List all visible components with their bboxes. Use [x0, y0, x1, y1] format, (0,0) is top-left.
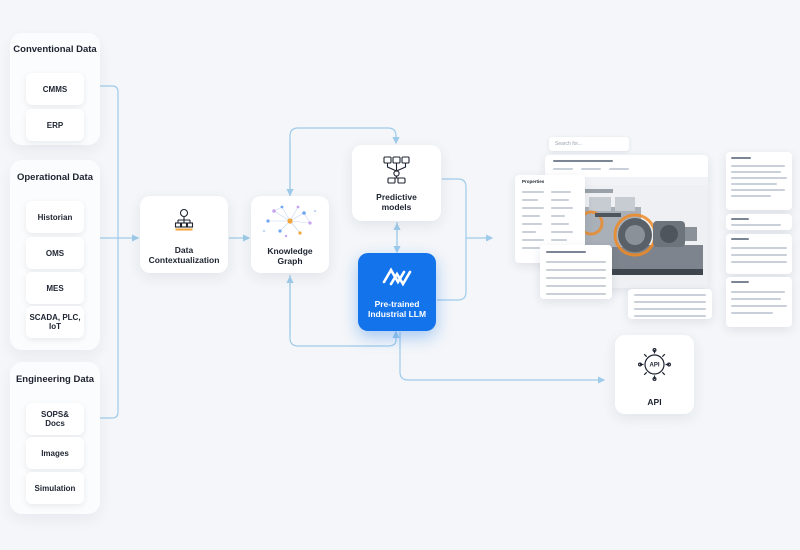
source-oms: OMS [26, 237, 84, 269]
llm-logo-icon [382, 267, 412, 287]
chat-panel-2 [726, 214, 792, 230]
node-industrial-llm: Pre-trained Industrial LLM [358, 253, 436, 331]
source-scada: SCADA, PLC, IoT [26, 306, 84, 338]
knowledge-graph-icon [262, 205, 317, 238]
predictive-models-icon [383, 156, 410, 184]
search-input[interactable]: Search for... [549, 137, 629, 151]
llm-label: Pre-trained Industrial LLM [367, 299, 427, 319]
metrics-table [628, 289, 712, 319]
source-cmms: CMMS [26, 73, 84, 105]
alerts-table [540, 245, 612, 299]
chat-panel-1 [726, 152, 792, 210]
connector-kg-predictive [289, 127, 400, 196]
node-api: API API [615, 335, 694, 414]
api-label: API [647, 397, 662, 407]
chat-panel-3 [726, 234, 792, 274]
group-title-operational: Operational Data [16, 172, 94, 183]
chat-panel-4 [726, 277, 792, 327]
connector-conventional [100, 85, 119, 419]
properties-panel-title: Properties [522, 179, 545, 184]
node-predictive-models: Predictive models [352, 145, 441, 221]
source-sops-docs: SOPS& Docs [26, 403, 84, 435]
knowledge-graph-label: Knowledge Graph [267, 246, 313, 266]
contextualization-icon [174, 208, 194, 231]
source-simulation: Simulation [26, 472, 84, 504]
connector-llm-api [399, 332, 606, 384]
node-knowledge-graph: Knowledge Graph [251, 196, 329, 273]
api-gear-icon: API [638, 348, 672, 382]
connector-kg-llm [289, 275, 400, 347]
contextualization-label: Data Contextualization [148, 245, 220, 265]
node-data-contextualization: Data Contextualization [140, 196, 228, 273]
group-title-conventional: Conventional Data [13, 44, 97, 55]
api-badge-text: API [649, 363, 659, 369]
predictive-models-label: Predictive models [376, 192, 417, 212]
group-title-engineering: Engineering Data [15, 374, 95, 385]
source-mes: MES [26, 272, 84, 304]
source-historian: Historian [26, 201, 84, 233]
connector-to-app [437, 178, 467, 301]
source-erp: ERP [26, 109, 84, 141]
source-images: Images [26, 437, 84, 469]
